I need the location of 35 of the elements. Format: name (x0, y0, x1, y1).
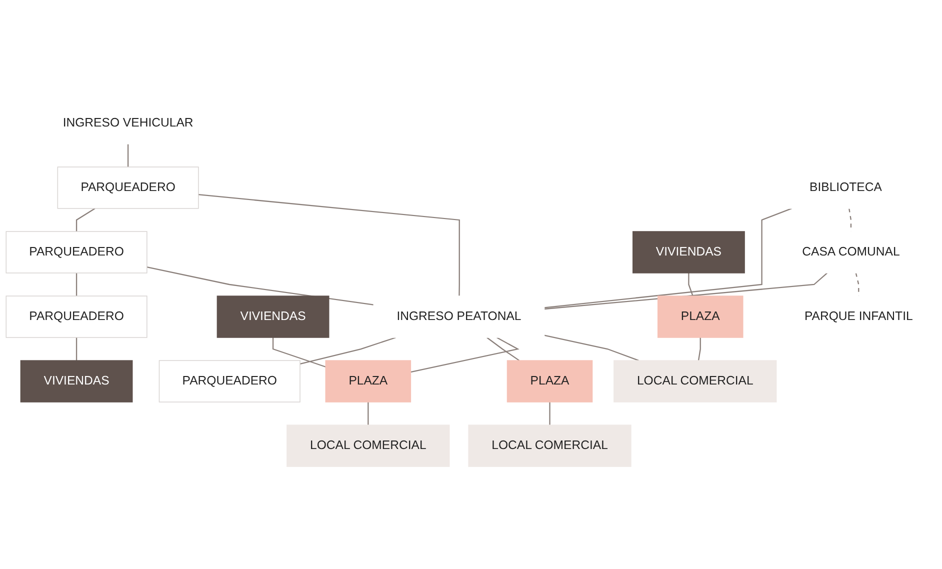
node-box: PLAZA (325, 360, 412, 402)
node-text: PARQUE INFANTIL (804, 310, 913, 323)
node-box: PLAZA (657, 296, 744, 338)
node-text: INGRESO PEATONAL (396, 310, 522, 323)
connector (76, 272, 78, 296)
connector (300, 336, 396, 365)
connector (698, 338, 701, 361)
node-box: LOCAL COMERCIAL (286, 424, 450, 467)
node-box: PARQUEADERO (6, 296, 148, 338)
node-box: PLAZA (506, 360, 593, 402)
connector (544, 208, 792, 308)
node-box: PARQUEADERO (158, 360, 300, 402)
connector (272, 338, 326, 368)
node-box: VIVIENDAS (20, 360, 133, 402)
node-box: PARQUEADERO (57, 166, 199, 209)
connector (688, 272, 694, 296)
connector (127, 144, 129, 167)
node-text: BIBLIOTECA (810, 180, 882, 194)
connector (368, 402, 369, 426)
connector (146, 266, 374, 306)
connector (549, 402, 550, 426)
node-box: PARQUEADERO (6, 231, 148, 274)
node-box: LOCAL COMERCIAL (614, 360, 777, 402)
node-box: LOCAL COMERCIAL (468, 424, 632, 467)
node-box: VIVIENDAS (216, 296, 330, 338)
node-box: VIVIENDAS (632, 231, 745, 274)
connector (198, 194, 460, 296)
connector (544, 334, 639, 362)
connector (486, 337, 520, 362)
connector (410, 337, 520, 373)
connector (76, 338, 78, 361)
connector (76, 208, 96, 232)
node-text: INGRESO VEHICULAR (62, 116, 194, 130)
node-text: CASA COMUNAL (802, 245, 900, 258)
connector (544, 272, 828, 310)
